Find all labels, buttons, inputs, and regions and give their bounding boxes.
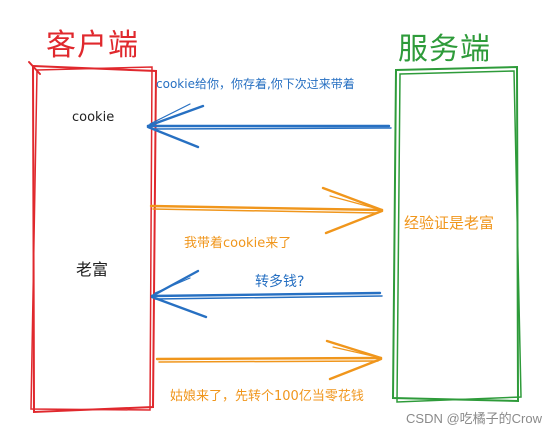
server-title: 服务端 bbox=[398, 32, 491, 67]
arrow-cookie-response bbox=[146, 103, 392, 149]
message-transfer-money: 姑娘来了，先转个100亿当零花钱 bbox=[170, 389, 364, 404]
arrow-bring-cookie bbox=[149, 186, 384, 235]
client-box bbox=[28, 61, 158, 414]
arrow-ask-money bbox=[150, 269, 383, 319]
server-box bbox=[391, 65, 522, 403]
client-title: 客户端 bbox=[46, 28, 139, 63]
watermark: CSDN @吃橘子的Crow bbox=[406, 411, 542, 426]
client-person-label: 老富 bbox=[76, 260, 109, 279]
arrow-transfer-money bbox=[155, 339, 383, 381]
server-check-label: 经验证是老富 bbox=[404, 214, 495, 232]
message-ask-money: 转多钱? bbox=[255, 274, 305, 290]
client-cookie-label: cookie bbox=[72, 110, 115, 125]
message-cookie-response: cookie给你，你存着,你下次过来带着 bbox=[156, 77, 355, 91]
message-bring-cookie: 我带着cookie来了 bbox=[184, 236, 292, 251]
